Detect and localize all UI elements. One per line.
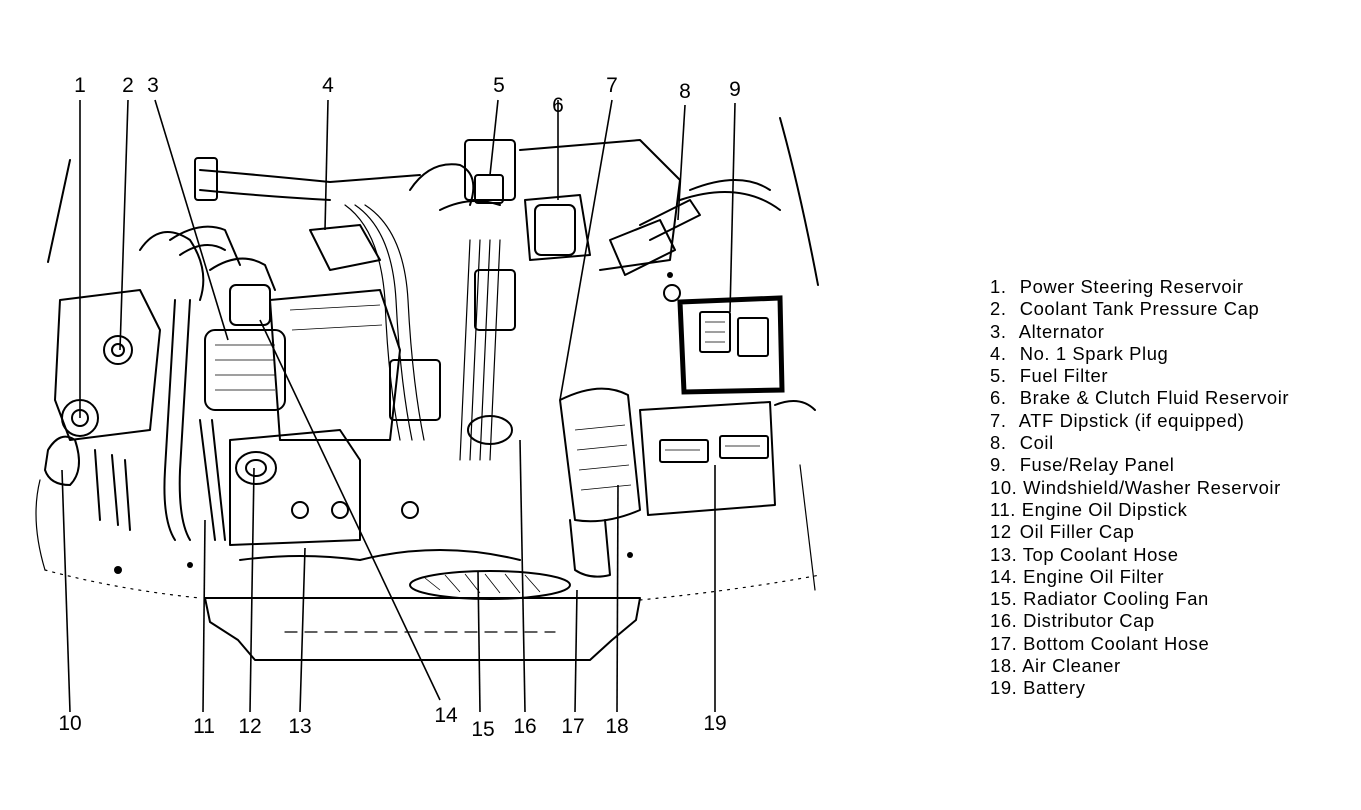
callout-8: 8 (679, 80, 691, 103)
legend-item: 2. Coolant Tank Pressure Cap (990, 298, 1350, 320)
legend-label: Oil Filler Cap (1019, 521, 1135, 543)
callout-3: 3 (147, 74, 159, 97)
legend-number: 12 (990, 521, 1012, 543)
legend-number: 8. (990, 432, 1007, 454)
legend-item: 19. Battery (990, 677, 1350, 699)
legend-item: 18. Air Cleaner (990, 655, 1350, 677)
engine-block (229, 289, 419, 546)
fuel-filter (464, 139, 516, 204)
intake-and-wires (309, 163, 516, 461)
legend-number: 13. (990, 543, 1018, 565)
callout-18: 18 (605, 715, 628, 738)
legend-label: No. 1 Spark Plug (1019, 342, 1169, 364)
callout-5: 5 (493, 74, 505, 97)
battery (639, 400, 816, 516)
fuse-relay-panel (677, 295, 785, 395)
legend-label: Coil (1019, 432, 1054, 454)
legend-label: Bottom Coolant Hose (1023, 632, 1210, 654)
legend-number: 18. (990, 655, 1018, 677)
legend-label: Distributor Cap (1023, 610, 1155, 632)
legend-item: 11. Engine Oil Dipstick (990, 499, 1350, 521)
legend-item: 9. Fuse/Relay Panel (990, 454, 1350, 476)
legend-item: 13. Top Coolant Hose (990, 544, 1350, 566)
legend-item: 16. Distributor Cap (990, 610, 1350, 632)
legend-item: 6. Brake & Clutch Fluid Reservoir (990, 387, 1350, 409)
legend-label: Power Steering Reservoir (1019, 276, 1244, 297)
legend-number: 2. (990, 298, 1007, 320)
legend-label: Air Cleaner (1022, 655, 1121, 677)
legend-number: 11. (990, 498, 1016, 520)
legend-number: 15. (990, 588, 1018, 610)
legend-label: ATF Dipstick (if equipped) (1018, 409, 1245, 431)
legend-label: Top Coolant Hose (1022, 543, 1179, 565)
callout-13: 13 (288, 715, 311, 738)
legend-number: 3. (990, 320, 1007, 342)
legend-item: 4. No. 1 Spark Plug (990, 343, 1350, 365)
engine-bay-illustration: 1 2 3 4 5 6 7 8 9 10 11 12 13 14 15 16 1… (35, 74, 821, 741)
callout-1: 1 (74, 74, 86, 97)
callout-11: 11 (193, 715, 215, 738)
legend-number: 5. (990, 365, 1007, 387)
callout-14: 14 (434, 704, 458, 727)
legend-number: 14. (990, 565, 1018, 587)
legend-item: 17. Bottom Coolant Hose (990, 633, 1350, 655)
callout-10: 10 (58, 712, 81, 735)
legend-number: 19. (990, 677, 1018, 699)
callout-9: 9 (729, 78, 741, 101)
alternator (199, 284, 286, 541)
callout-15: 15 (471, 718, 494, 741)
legend-label: Brake & Clutch Fluid Reservoir (1019, 387, 1290, 409)
legend-label: Alternator (1018, 320, 1105, 342)
body-outline (35, 117, 821, 601)
callout-12: 12 (238, 715, 261, 738)
legend-item: 15. Radiator Cooling Fan (990, 588, 1350, 610)
legend-label: Fuel Filter (1019, 365, 1109, 387)
engine-bay-diagram: 1 2 3 4 5 6 7 8 9 10 11 12 13 14 15 16 1… (35, 74, 821, 741)
legend-label: Windshield/Washer Reservoir (1023, 476, 1281, 498)
legend-number: 9. (990, 454, 1007, 476)
callout-17: 17 (561, 715, 584, 738)
callout-6: 6 (552, 94, 564, 117)
legend-label: Engine Oil Filter (1023, 565, 1165, 587)
legend-number: 1. (990, 276, 1007, 297)
legend-number: 7. (990, 409, 1007, 431)
legend-item: 3. Alternator (990, 321, 1350, 343)
radiator-area (204, 549, 641, 661)
legend-item: 8. Coil (990, 432, 1350, 454)
legend-item: 7. ATF Dipstick (if equipped) (990, 410, 1350, 432)
callout-19: 19 (703, 712, 726, 735)
brake-reservoir (524, 194, 591, 261)
coil (609, 199, 701, 302)
legend-label: Fuse/Relay Panel (1019, 454, 1175, 476)
callout-7: 7 (606, 74, 618, 97)
legend-label: Engine Oil Dipstick (1021, 498, 1188, 520)
leader-lines (61, 99, 736, 713)
legend-label: Radiator Cooling Fan (1023, 588, 1209, 610)
callout-16: 16 (513, 715, 536, 738)
upper-hoses (163, 225, 276, 541)
callout-2: 2 (122, 74, 134, 97)
legend-number: 10. (990, 476, 1018, 498)
legend-number: 4. (990, 342, 1007, 364)
callout-numbers: 1 2 3 4 5 6 7 8 9 10 11 12 13 14 15 16 1… (58, 74, 741, 741)
callout-4: 4 (322, 74, 334, 97)
legend-item: 1. Power Steering Reservoir (990, 276, 1350, 298)
legend-number: 17. (990, 632, 1018, 654)
legend-item: 14. Engine Oil Filter (990, 566, 1350, 588)
legend-item: 10. Windshield/Washer Reservoir (990, 477, 1350, 499)
legend-number: 16. (990, 610, 1018, 632)
legend-label: Coolant Tank Pressure Cap (1019, 298, 1260, 320)
left-components (44, 231, 205, 531)
hardware-dots (114, 272, 673, 574)
air-cleaner (559, 387, 641, 578)
legend-item: 5. Fuel Filter (990, 365, 1350, 387)
legend-item: 12 Oil Filler Cap (990, 521, 1350, 543)
legend-number: 6. (990, 387, 1007, 409)
legend-label: Battery (1023, 677, 1086, 699)
